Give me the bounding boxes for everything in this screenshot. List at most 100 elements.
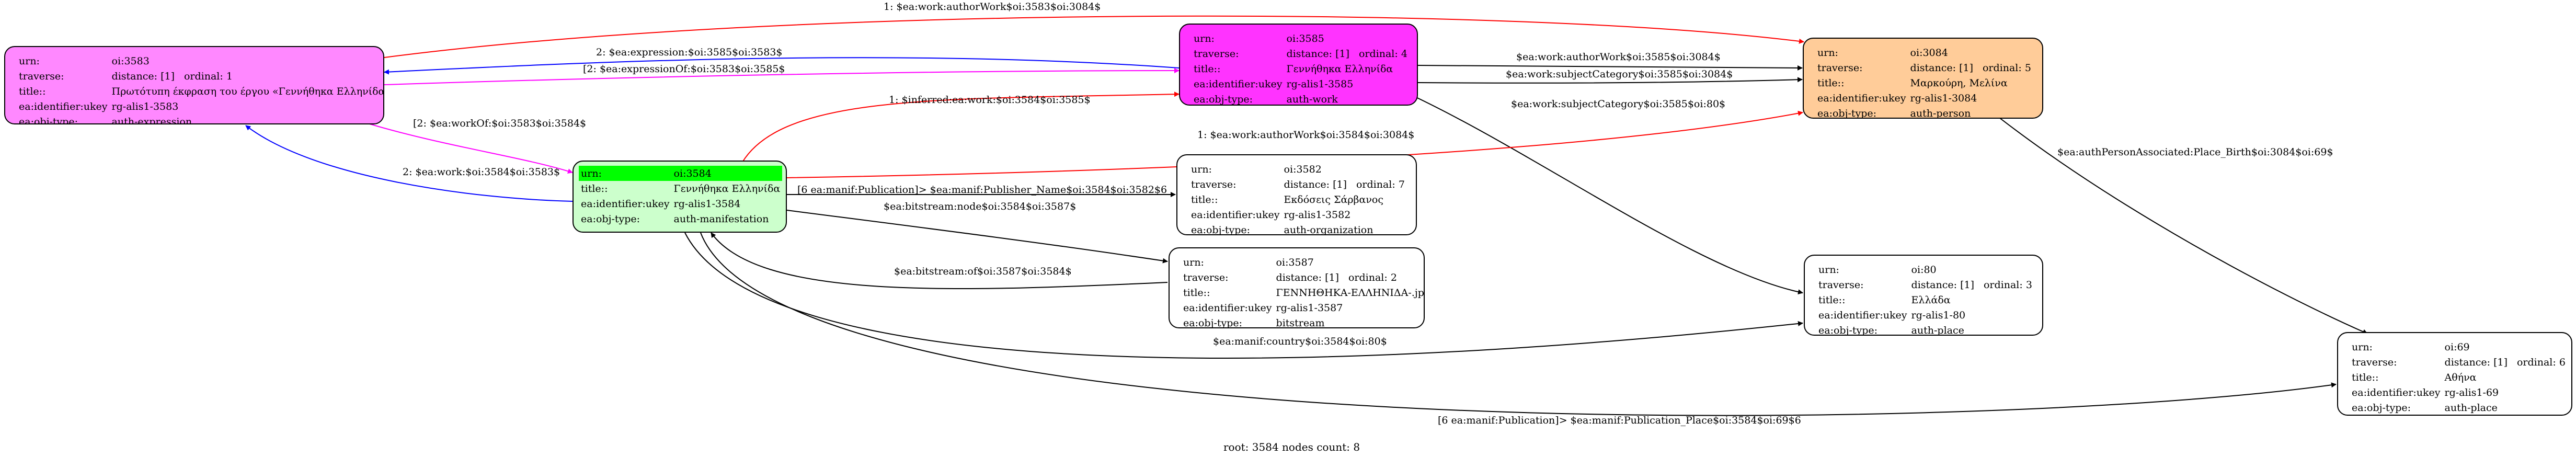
edge-label-3585-3084-authorwork: $ea:work:authorWork$oi:3585$oi:3084$ — [1516, 51, 1721, 63]
edge-label-3583-3584-workof: [2: $ea:workOf:$oi:3583$oi:3584$ — [413, 118, 587, 129]
node-oi-3582-table: urn:oi:3582 traverse:distance: [1]ordina… — [1189, 162, 1407, 235]
node-oi-3587-table: urn:oi:3587 traverse:distance: [1]ordina… — [1181, 255, 1425, 328]
traverse-key: traverse: — [1818, 279, 1864, 291]
edge-3584-3585-inferredwork — [742, 92, 1180, 163]
traverse-distance: distance: [1] — [1276, 271, 1339, 283]
node-oi-80-table: urn:oi:80 traverse:distance: [1]ordinal:… — [1816, 262, 2034, 336]
node-oi-3084-table: urn:oi:3084 traverse:distance: [1]ordina… — [1815, 45, 2033, 119]
ukey-value: rg-alis1-3583 — [111, 100, 179, 112]
objtype-key: ea:obj-type: — [1191, 224, 1251, 235]
title-key: title:: — [581, 182, 608, 195]
traverse-distance: distance: [1] — [1911, 279, 1974, 291]
node-oi-3583[interactable]: urn:oi:3583 traverse:distance: [1]ordina… — [4, 46, 384, 124]
edge-3584-3587-bitstreamnode — [786, 210, 1168, 264]
node-oi-69[interactable]: urn:oi:69 traverse:distance: [1]ordinal:… — [2337, 332, 2572, 416]
edge-3583-3584-workof — [365, 122, 573, 174]
objtype-value: auth-place — [1911, 324, 1964, 336]
edge-label-3584-3585-inferredwork: 1: $inferred:ea:work:$oi:3584$oi:3585$ — [889, 94, 1091, 106]
ukey-value: rg-alis1-3584 — [673, 198, 741, 210]
title-value: Γεννήθηκα Ελληνίδα — [673, 182, 781, 195]
objtype-key: ea:obj-type: — [581, 213, 640, 225]
objtype-key: ea:obj-type: — [1183, 317, 1243, 328]
urn-value: oi:3585 — [1286, 32, 1324, 44]
objtype-value: bitstream — [1276, 317, 1325, 328]
title-key: title:: — [1817, 77, 1845, 89]
urn-key: urn: — [1818, 264, 1839, 276]
node-oi-3585[interactable]: urn:oi:3585 traverse:distance: [1]ordina… — [1179, 24, 1418, 106]
edge-label-3585-80-subjectcategory: $ea:work:subjectCategory$oi:3585$oi:80$ — [1511, 98, 1726, 110]
urn-key: urn: — [1191, 163, 1212, 175]
objtype-key: ea:obj-type: — [2352, 402, 2411, 414]
urn-value: oi:3084 — [1910, 47, 1948, 59]
edge-3584-3583-work — [245, 125, 573, 202]
ukey-key: ea:identifier:ukey — [581, 198, 670, 210]
edge-label-3583-3084-authorwork: 1: $ea:work:authorWork$oi:3583$oi:3084$ — [884, 1, 1101, 13]
edge-3583-3585-expressionof — [384, 68, 1180, 85]
title-key: title:: — [19, 85, 46, 97]
node-oi-69-table: urn:oi:69 traverse:distance: [1]ordinal:… — [2350, 339, 2568, 415]
traverse-distance: distance: [1] — [1284, 178, 1347, 190]
edge-label-3585-3084-subjectcategory: $ea:work:subjectCategory$oi:3585$oi:3084… — [1506, 68, 1733, 80]
ukey-key: ea:identifier:ukey — [1183, 302, 1272, 314]
edge-3585-3084-authorwork — [1417, 65, 1803, 71]
urn-value: oi:3587 — [1276, 256, 1314, 268]
ukey-value: rg-alis1-3587 — [1276, 302, 1343, 314]
node-oi-3584-root[interactable]: urn:oi:3584 title::Γεννήθηκα Ελληνίδα ea… — [573, 161, 787, 233]
objtype-value: auth-manifestation — [673, 213, 769, 225]
traverse-distance: distance: [1] — [1910, 62, 1973, 74]
traverse-key: traverse: — [19, 70, 64, 82]
edge-label-3584-69-publicationplace: [6 ea:manif:Publication]> $ea:manif:Publ… — [1438, 415, 1801, 426]
edge-label-3584-3582-publisher: [6 ea:manif:Publication]> $ea:manif:Publ… — [797, 184, 1167, 196]
traverse-ordinal: ordinal: 4 — [1358, 48, 1407, 60]
urn-key: urn: — [579, 166, 672, 181]
urn-value: oi:80 — [1911, 264, 1937, 276]
edge-label-3585-3583-expression: 2: $ea:expression:$oi:3585$oi:3583$ — [596, 47, 783, 58]
edge-label-3584-3084-authorwork: 1: $ea:work:authorWork$oi:3584$oi:3084$ — [1197, 129, 1415, 141]
ukey-key: ea:identifier:ukey — [1817, 92, 1906, 104]
title-value: Μαρκούρη, Μελίνα — [1910, 77, 2008, 89]
objtype-value: auth-person — [1910, 107, 1971, 119]
urn-key: urn: — [1194, 32, 1215, 44]
objtype-value: auth-work — [1286, 93, 1338, 105]
ukey-key: ea:identifier:ukey — [19, 100, 108, 112]
traverse-distance: distance: [1] — [2444, 356, 2508, 368]
title-value: ΓΕΝΝΗΘΗΚΑ-ΕΛΛΗΝΙΔΑ-.jpg — [1276, 287, 1425, 299]
title-key: title:: — [1191, 193, 1218, 205]
ukey-value: rg-alis1-80 — [1911, 309, 1966, 321]
edge-label-3584-3583-work: 2: $ea:work:$oi:3584$oi:3583$ — [403, 166, 560, 178]
traverse-ordinal: ordinal: 6 — [2516, 356, 2566, 368]
edge-3585-3583-expression — [384, 57, 1180, 75]
graph-footer: root: 3584 nodes count: 8 — [1223, 441, 1360, 453]
objtype-value: auth-organization — [1284, 224, 1373, 235]
title-value: Ελλάδα — [1911, 294, 1951, 306]
traverse-ordinal: ordinal: 5 — [1982, 62, 2031, 74]
objtype-key: ea:obj-type: — [1194, 93, 1253, 105]
ukey-value: rg-alis1-3084 — [1910, 92, 1977, 104]
node-oi-3084[interactable]: urn:oi:3084 traverse:distance: [1]ordina… — [1803, 38, 2043, 119]
title-key: title:: — [2352, 371, 2379, 383]
node-oi-3587[interactable]: urn:oi:3587 traverse:distance: [1]ordina… — [1169, 247, 1425, 328]
traverse-key: traverse: — [1191, 178, 1237, 190]
urn-key: urn: — [1817, 47, 1838, 59]
title-key: title:: — [1818, 294, 1846, 306]
objtype-key: ea:obj-type: — [1818, 324, 1878, 336]
traverse-key: traverse: — [2352, 356, 2397, 368]
edge-3587-3584-bitstreamof — [711, 232, 1168, 290]
traverse-key: traverse: — [1194, 48, 1239, 60]
edge-3584-80-country — [684, 232, 1803, 359]
ukey-key: ea:identifier:ukey — [1194, 78, 1283, 90]
title-value: Αθήνα — [2444, 371, 2477, 383]
edge-3585-80-subjectcategory — [1411, 95, 1803, 295]
traverse-distance: distance: [1] — [111, 70, 175, 82]
title-value: Γεννήθηκα Ελληνίδα — [1286, 63, 1393, 75]
edge-label-3583-3585-expressionof: [2: $ea:expressionOf:$oi:3583$oi:3585$ — [583, 63, 785, 75]
traverse-ordinal: ordinal: 7 — [1356, 178, 1405, 190]
node-oi-80[interactable]: urn:oi:80 traverse:distance: [1]ordinal:… — [1804, 255, 2043, 336]
edge-label-3584-80-country: $ea:manif:country$oi:3584$oi:80$ — [1213, 336, 1387, 347]
traverse-key: traverse: — [1183, 271, 1229, 283]
objtype-key: ea:obj-type: — [19, 116, 78, 124]
node-oi-3582[interactable]: urn:oi:3582 traverse:distance: [1]ordina… — [1176, 154, 1417, 235]
title-key: title:: — [1194, 63, 1221, 75]
ukey-value: rg-alis1-69 — [2444, 386, 2499, 398]
objtype-value: auth-expression — [111, 116, 192, 124]
